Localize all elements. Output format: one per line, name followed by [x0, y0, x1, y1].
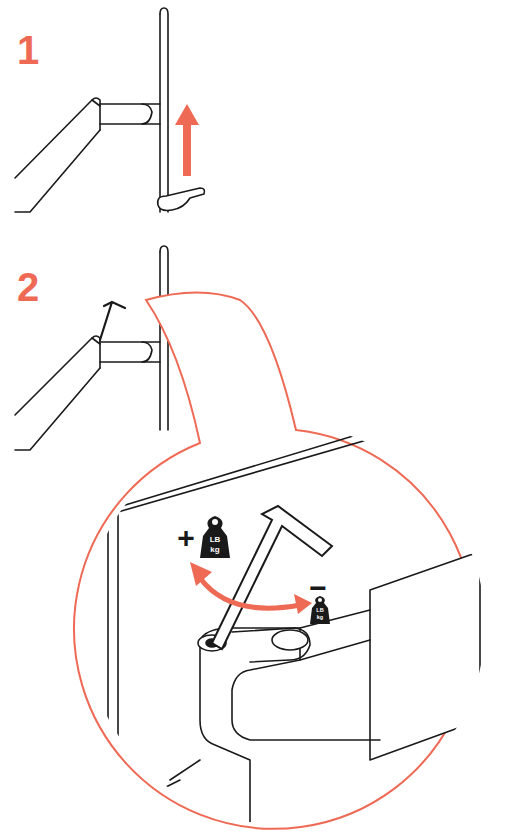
- weight-unit: kg: [317, 615, 323, 621]
- minus-sign: −: [309, 573, 327, 603]
- weight-unit: LB: [316, 608, 323, 614]
- weight-unit: LB: [210, 536, 221, 544]
- plus-sign: +: [177, 523, 195, 553]
- weight-unit: kg: [210, 546, 219, 554]
- step-number: 1: [17, 30, 39, 70]
- step-number: 2: [17, 267, 39, 307]
